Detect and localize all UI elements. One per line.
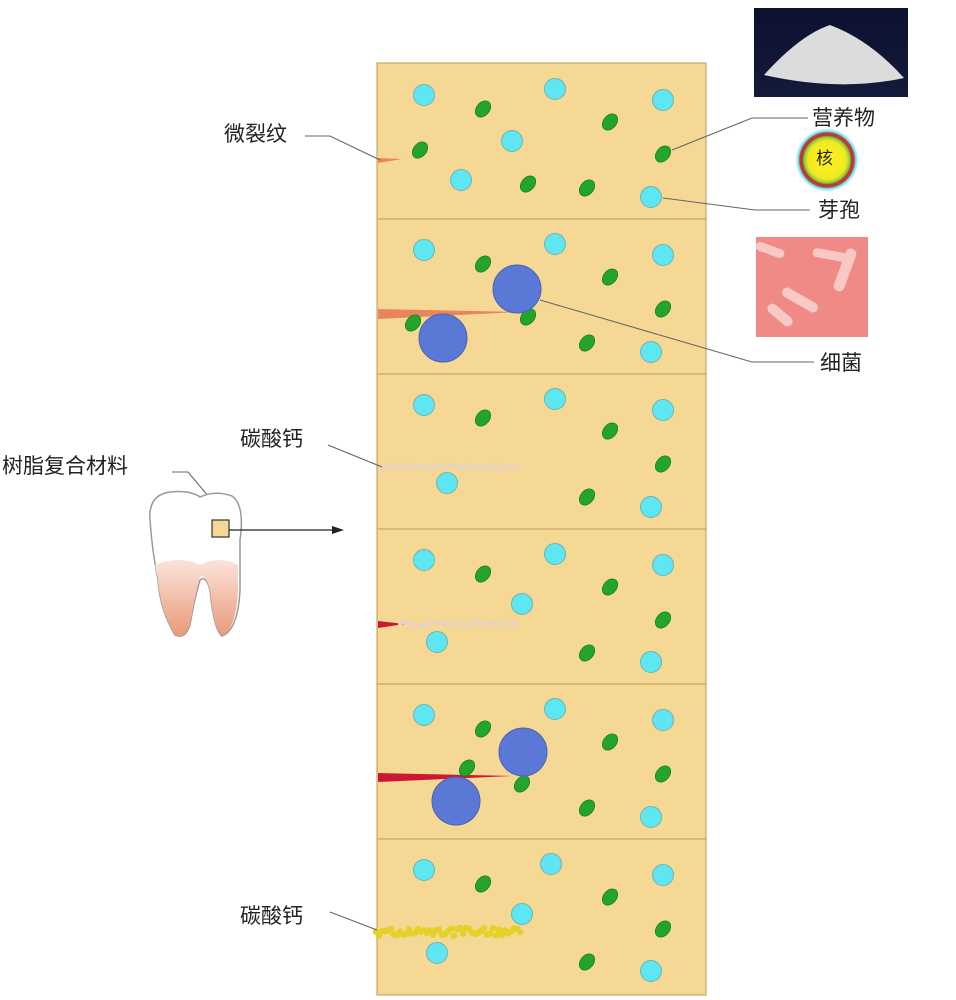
spore [545,234,566,255]
carbonate-particle [495,463,499,467]
spore [653,555,674,576]
carbonate-particle [512,620,516,624]
carbonate-particle [429,467,433,471]
spore-core-label: 核 [816,151,838,168]
spore [414,240,435,261]
leader-microcrack [305,136,380,160]
spore [653,710,674,731]
spore [427,632,448,653]
material-stages [373,63,706,995]
label-bacteria: 细菌 [820,353,862,374]
spore [414,860,435,881]
spore [437,473,458,494]
spore [451,170,472,191]
carbonate-particle [470,620,474,624]
spore [512,904,533,925]
label-microcrack: 微裂纹 [224,124,287,145]
label-resin-composite: 树脂复合材料 [2,456,128,477]
spore [427,943,448,964]
spore [545,544,566,565]
leader-calcium-carbonate-1 [328,445,382,467]
spore [414,85,435,106]
spore [641,807,662,828]
arrow-head-icon [332,526,344,534]
tooth-root [155,560,238,636]
spore [653,90,674,111]
carbonate-particle [387,463,391,467]
bacterium [432,777,480,825]
carbonate-particle [490,925,497,932]
carbonate-particle [481,925,488,932]
carbonate-particle [515,623,519,627]
spore [545,79,566,100]
spore [641,187,662,208]
spore [641,342,662,363]
spore [641,961,662,982]
carbonate-particle [462,466,466,470]
spore [414,705,435,726]
bacterium [493,265,541,313]
bacterium [499,728,547,776]
carbonate-particle [449,624,453,628]
label-calcium-carbonate-2: 碳酸钙 [240,906,303,927]
label-nutrient: 营养物 [812,108,875,129]
carbonate-particle [465,463,469,467]
spore [545,699,566,720]
spore [653,865,674,886]
bacterium [419,314,467,362]
spore [653,400,674,421]
carbonate-particle [396,463,400,467]
carbonate-particle [516,466,520,470]
spore [653,245,674,266]
spore [502,131,523,152]
carbonate-particle [492,466,496,470]
resin-composite-region [212,520,229,537]
carbonate-particle [509,624,513,628]
carbonate-particle [473,623,477,627]
carbonate-particle [482,623,486,627]
label-calcium-carbonate-1: 碳酸钙 [240,429,303,450]
carbonate-particle [446,621,450,625]
spore [545,389,566,410]
carbonate-particle [517,929,524,936]
carbonate-particle [451,933,458,940]
carbonate-particle [393,467,397,471]
tooth-illustration [150,492,242,637]
spore [512,594,533,615]
carbonate-particle [461,620,465,624]
label-spore: 芽孢 [818,200,860,221]
spore [641,497,662,518]
leader-calcium-carbonate-2 [330,912,377,930]
spore [414,395,435,416]
carbonate-particle [497,620,501,624]
carbonate-particle [448,926,455,933]
spore [641,652,662,673]
spore [414,550,435,571]
spore [541,854,562,875]
